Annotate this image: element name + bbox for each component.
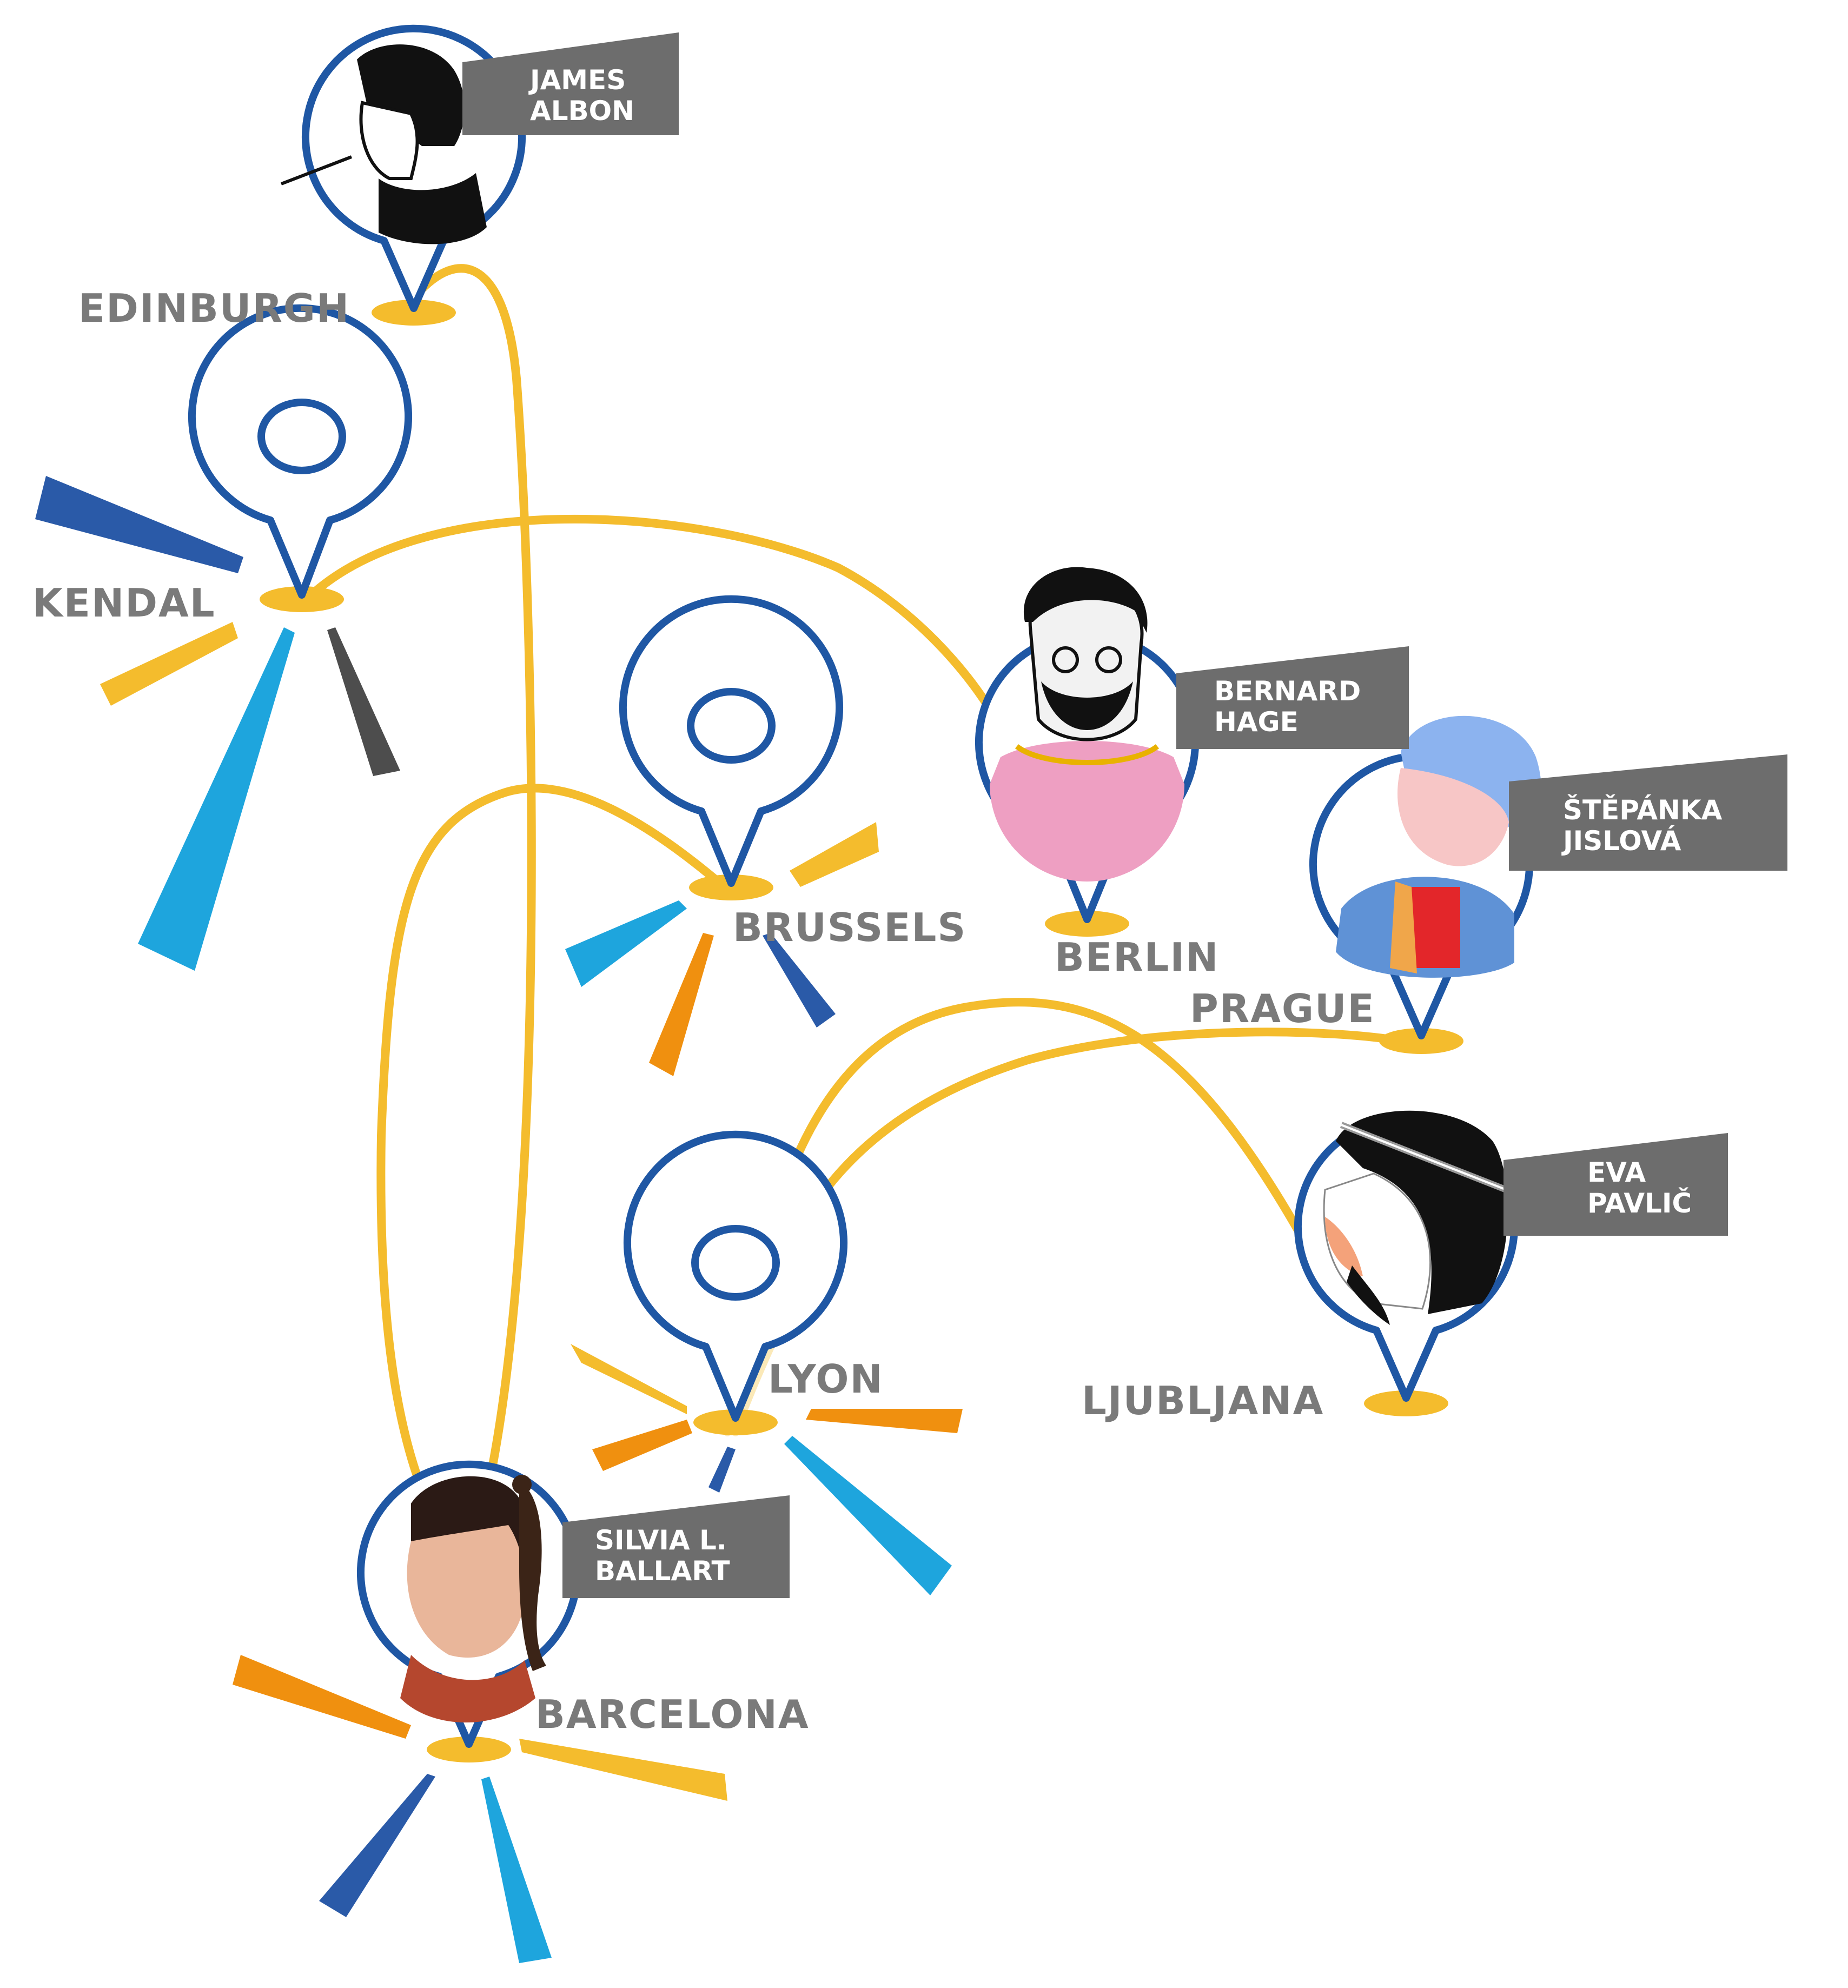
name-tags: JAMES ALBON BERNARD HAGE ŠTĚPÁNKA JISLOV…	[462, 32, 1787, 1598]
name-tag-silvia-l-ballart: SILVIA L. BALLART	[562, 1495, 790, 1598]
name-tag-background	[1176, 646, 1409, 749]
location-ellipse-icon	[427, 1737, 511, 1762]
city-label-kendal: KENDAL	[32, 580, 216, 626]
map-pin-icon	[188, 304, 412, 599]
burst-rays	[35, 476, 963, 1963]
portrait-stepanka-jislova	[1336, 715, 1542, 978]
person-last-name: PAVLIČ	[1587, 1187, 1692, 1219]
name-tag-stepanka-jislova: ŠTĚPÁNKA JISLOVÁ	[1509, 754, 1787, 871]
name-tag-background	[1503, 1133, 1728, 1236]
location-ellipse-icon	[260, 586, 344, 612]
location-ellipse-icon	[689, 874, 773, 900]
portrait-james-albon	[280, 44, 487, 244]
ray-lyon-3	[708, 1447, 736, 1493]
pin-barcelona[interactable]	[357, 1460, 581, 1748]
pin-ljubljana[interactable]	[1294, 1110, 1584, 1402]
person-last-name: BALLART	[595, 1555, 730, 1587]
location-ellipse-icon	[372, 300, 456, 326]
route-edinburgh-barcelona	[412, 264, 536, 1486]
pin-lyon[interactable]	[624, 1130, 847, 1422]
ray-barcelona-2	[519, 1739, 727, 1801]
route-kendal-berlin	[301, 514, 1018, 761]
pin-hole	[687, 688, 776, 764]
pin-brussels[interactable]	[619, 595, 843, 887]
city-label-edinburgh: EDINBURGH	[78, 286, 350, 331]
pin-prague[interactable]	[1309, 715, 1542, 1039]
map-pin-icon	[624, 1130, 847, 1422]
city-label-brussels: BRUSSELS	[733, 905, 966, 950]
ray-lyon-4	[806, 1409, 963, 1433]
location-ellipse-icon	[1045, 911, 1129, 937]
ray-lyon-5	[784, 1436, 952, 1595]
person-first-name: JAMES	[528, 64, 626, 96]
location-ellipse-icon	[1364, 1390, 1448, 1416]
pin-hole	[257, 399, 346, 474]
name-tag-background	[462, 32, 679, 135]
ray-brussels-1	[790, 822, 879, 887]
ray-brussels-3	[649, 933, 714, 1076]
person-last-name: JISLOVÁ	[1561, 825, 1681, 857]
ray-kendal-2	[100, 622, 238, 706]
city-label-barcelona: BARCELONA	[535, 1692, 810, 1737]
name-tag-eva-pavlic: EVA PAVLIČ	[1503, 1133, 1728, 1236]
ray-kendal-4	[327, 627, 400, 776]
name-tag-bernard-hage: BERNARD HAGE	[1176, 646, 1409, 749]
routes	[301, 264, 1405, 1486]
person-last-name: HAGE	[1214, 706, 1299, 738]
person-last-name: ALBON	[530, 95, 634, 127]
city-label-berlin: BERLIN	[1055, 935, 1219, 980]
ray-kendal-3	[138, 627, 295, 971]
ray-brussels-4	[763, 933, 836, 1028]
ray-barcelona-4	[481, 1777, 552, 1963]
location-bases	[260, 300, 1463, 1762]
city-labels: EDINBURGH KENDAL BRUSSELS BERLIN PRAGUE …	[32, 286, 1375, 1737]
ray-lyon-1	[571, 1344, 687, 1414]
pin-hole	[691, 1225, 780, 1301]
map-pin-icon	[619, 595, 843, 887]
pin-kendal[interactable]	[188, 304, 412, 599]
person-first-name: BERNARD	[1214, 675, 1361, 707]
person-first-name: SILVIA L.	[595, 1525, 727, 1556]
location-ellipse-icon	[693, 1409, 778, 1435]
location-ellipse-icon	[1379, 1028, 1463, 1054]
portrait-bernard-hage	[990, 567, 1184, 882]
portrait-silvia-l-ballart	[400, 1475, 546, 1722]
ray-kendal-1	[35, 476, 243, 573]
pin-berlin[interactable]	[975, 567, 1199, 923]
name-tag-background	[562, 1495, 790, 1598]
person-first-name: ŠTĚPÁNKA	[1563, 794, 1723, 826]
ray-barcelona-3	[319, 1774, 435, 1917]
city-label-ljubljana: LJUBLJANA	[1082, 1378, 1324, 1423]
name-tag-james-albon: JAMES ALBON	[462, 32, 679, 135]
ray-lyon-2	[592, 1420, 692, 1471]
city-label-lyon: LYON	[768, 1356, 884, 1402]
ray-barcelona-1	[233, 1655, 411, 1739]
person-first-name: EVA	[1587, 1157, 1646, 1188]
ray-brussels-2	[565, 900, 687, 987]
city-label-prague: PRAGUE	[1190, 986, 1375, 1031]
name-tag-background	[1509, 754, 1787, 871]
route-brussels-barcelona	[376, 784, 732, 1486]
